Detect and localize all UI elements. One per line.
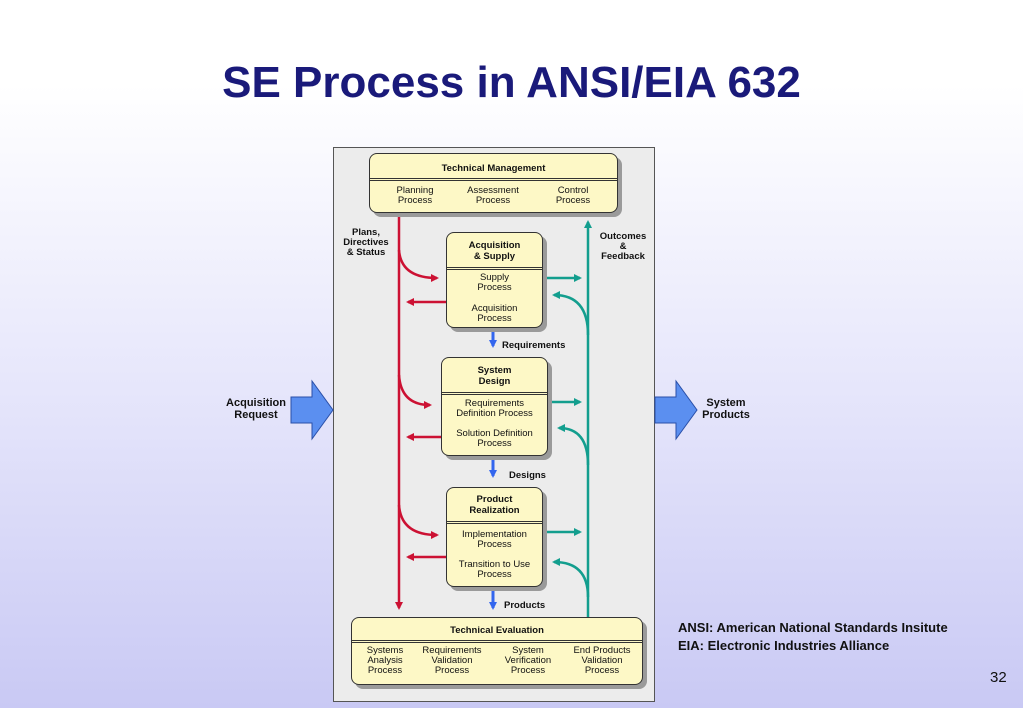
requirements-label: Requirements <box>502 340 566 351</box>
supply-process: Supply Process <box>477 272 512 293</box>
planning-process: Planning Process <box>396 185 434 206</box>
end-products-validation-process: End Products Validation Process <box>573 645 631 676</box>
implementation-process: Implementation Process <box>462 529 527 550</box>
control-arrows <box>395 216 446 610</box>
acronym-notes: ANSI: American National Standards Insitu… <box>678 619 948 655</box>
system-design-box: System Design Requirements Definition Pr… <box>441 357 548 456</box>
solution-definition-process: Solution Definition Process <box>456 428 533 449</box>
feedback-arrows <box>543 220 592 617</box>
outcomes-feedback-label: Outcomes & Feedback <box>599 231 647 262</box>
assessment-process: Assessment Process <box>467 185 519 206</box>
transition-to-use-process: Transition to Use Process <box>458 559 531 580</box>
requirements-definition-process: Requirements Definition Process <box>456 398 533 419</box>
requirements-validation-process: Requirements Validation Process <box>422 645 482 676</box>
input-arrow <box>290 379 334 441</box>
technical-evaluation-box: Technical Evaluation Systems Analysis Pr… <box>351 617 643 685</box>
technical-evaluation-header: Technical Evaluation <box>450 625 544 636</box>
acquisition-request-label: Acquisition Request <box>226 397 286 421</box>
output-arrow <box>654 379 698 441</box>
product-realization-header: Product Realization <box>469 494 520 516</box>
products-label: Products <box>504 600 546 611</box>
page-number: 32 <box>990 669 1007 686</box>
technical-management-header: Technical Management <box>441 163 546 174</box>
product-realization-box: Product Realization Implementation Proce… <box>446 487 543 587</box>
designs-label: Designs <box>509 470 546 481</box>
plans-directives-label: Plans, Directives & Status <box>343 227 389 258</box>
system-design-header: System Design <box>477 365 512 387</box>
ansi-note: ANSI: American National Standards Insitu… <box>678 620 948 635</box>
eia-note: EIA: Electronic Industries Alliance <box>678 638 890 653</box>
acquisition-supply-box: Acquisition & Supply Supply Process Acqu… <box>446 232 543 328</box>
system-verification-process: System Verification Process <box>504 645 552 676</box>
system-products-label: System Products <box>702 397 750 421</box>
acquisition-process: Acquisition Process <box>471 303 518 324</box>
acquisition-supply-header: Acquisition & Supply <box>468 240 521 262</box>
control-process: Control Process <box>555 185 591 206</box>
slide-title: SE Process in ANSI/EIA 632 <box>222 58 801 107</box>
systems-analysis-process: Systems Analysis Process <box>366 645 404 676</box>
technical-management-box: Technical Management Planning Process As… <box>369 153 618 213</box>
